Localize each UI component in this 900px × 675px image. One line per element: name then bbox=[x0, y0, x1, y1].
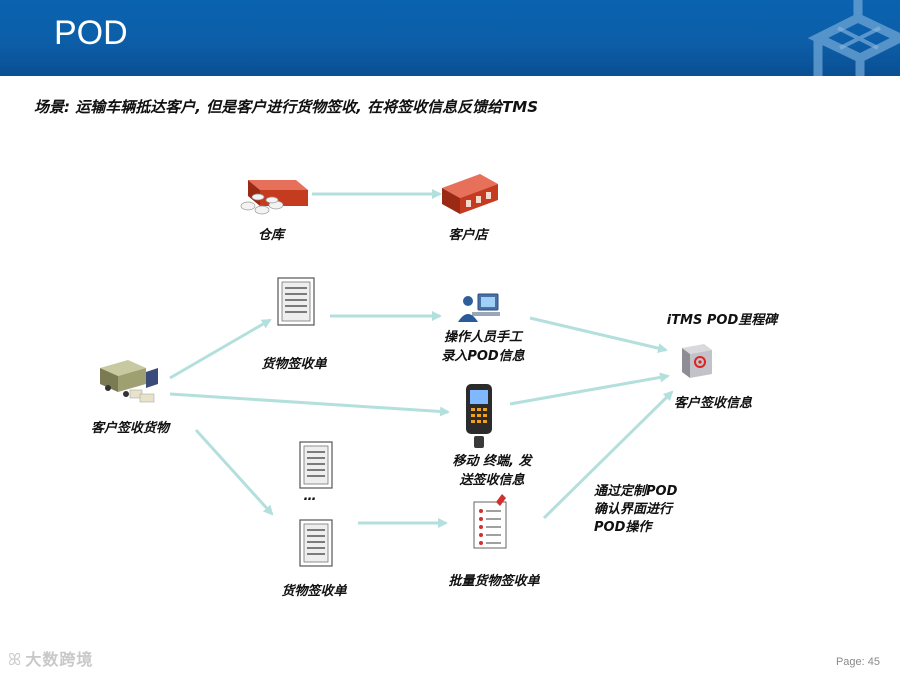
delivery-truck-icon bbox=[100, 360, 158, 402]
store-icon bbox=[442, 174, 498, 214]
custom-pod-label-line2: 确认界面进行 bbox=[594, 500, 672, 519]
customer-receipt-info-label: 客户签收信息 bbox=[660, 394, 766, 413]
milestone-label: iTMS POD里程碑 bbox=[652, 311, 792, 330]
document-icon bbox=[278, 278, 314, 325]
server-icon bbox=[682, 344, 712, 378]
document-icon bbox=[300, 520, 332, 566]
customer-store-label: 客户店 bbox=[443, 226, 493, 245]
watermark-text: 大数跨境 bbox=[25, 650, 93, 669]
page-number: Page: 45 bbox=[836, 656, 880, 668]
warehouse-label: 仓库 bbox=[248, 226, 294, 245]
handheld-scanner-icon bbox=[466, 384, 492, 448]
watermark-logo-icon: ꕤ bbox=[8, 650, 21, 669]
custom-pod-label-line1: 通过定制POD bbox=[594, 482, 677, 501]
arrow-goods-to-form-bottom bbox=[196, 430, 272, 514]
receipt-form-bottom-label: 货物签收单 bbox=[274, 582, 354, 601]
document-icon bbox=[300, 442, 332, 488]
checklist-icon bbox=[474, 494, 506, 548]
manual-entry-label-line2: 录入POD信息 bbox=[430, 347, 536, 366]
custom-pod-label-line3: POD操作 bbox=[594, 518, 651, 537]
warehouse-icon bbox=[241, 180, 308, 214]
customer-receipt-goods-label: 客户签收货物 bbox=[82, 419, 178, 438]
receipt-form-top-label: 货物签收单 bbox=[254, 355, 334, 374]
mobile-terminal-label-line2: 送签收信息 bbox=[440, 471, 544, 490]
mobile-terminal-label-line1: 移动 终端, 发 bbox=[440, 452, 544, 471]
manual-entry-label-line1: 操作人员手工 bbox=[430, 328, 536, 347]
arrow-mobile-to-milestone bbox=[510, 376, 668, 404]
operator-computer-icon bbox=[458, 294, 500, 322]
batch-receipt-label: 批量货物签收单 bbox=[438, 572, 550, 591]
arrow-operator-to-milestone bbox=[530, 318, 666, 350]
arrow-goods-to-mobile bbox=[170, 394, 448, 412]
ellipsis-label: … bbox=[300, 487, 320, 506]
